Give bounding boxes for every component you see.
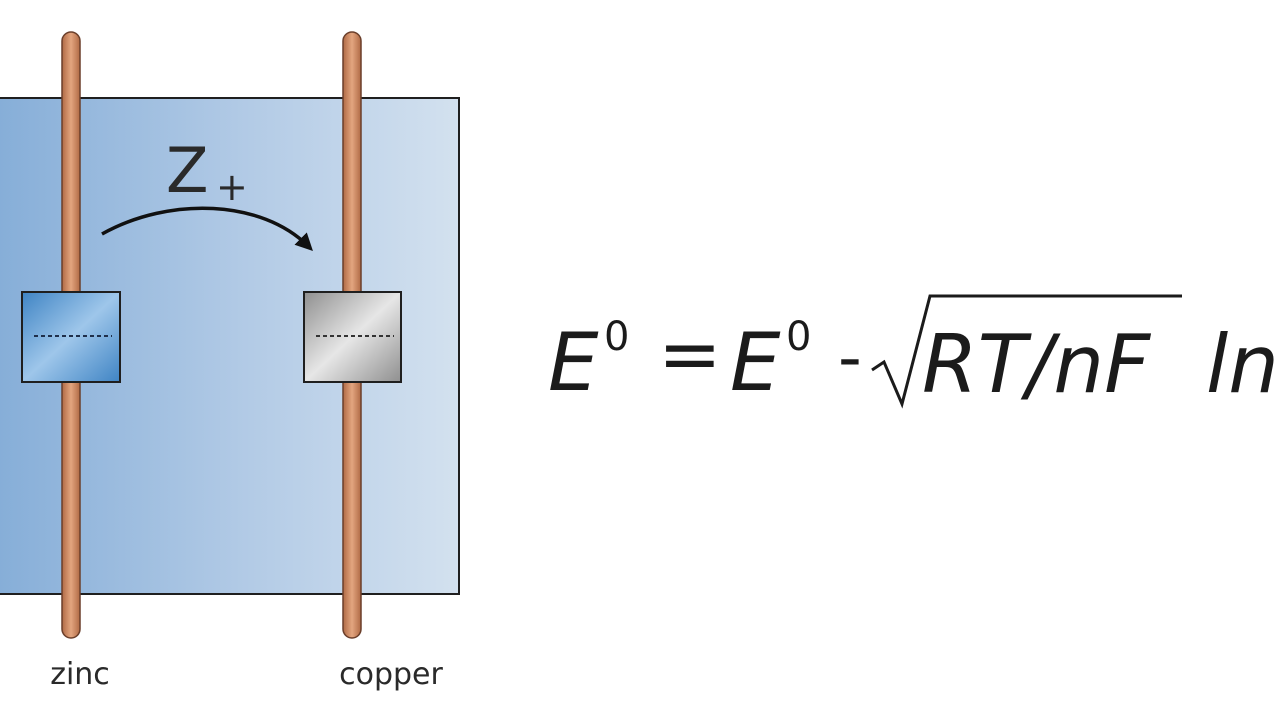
copper-block (303, 291, 402, 383)
equation-lhs-superscript: 0 (604, 314, 629, 360)
equation-radicand: RT/nF (922, 318, 1151, 411)
ion-flow-arrow (101, 206, 313, 251)
square-root-sign (871, 294, 1182, 409)
zinc-label: zinc (50, 657, 110, 692)
zinc-block (21, 291, 121, 383)
equation-rhs-symbol: E (730, 316, 781, 409)
equation-log-term: ln (1206, 318, 1279, 411)
ion-label-subscript: + (216, 165, 248, 209)
nernst-equation: E 0 = E 0 - RT/nF ln (548, 294, 1279, 411)
equation-minus-sign: - (838, 319, 862, 396)
copper-label: copper (339, 657, 443, 692)
equation-rhs-superscript: 0 (786, 314, 811, 360)
equation-lhs-symbol: E (548, 316, 599, 409)
ion-label-base: Z (166, 134, 208, 207)
equation-equals-sign: = (658, 309, 722, 398)
